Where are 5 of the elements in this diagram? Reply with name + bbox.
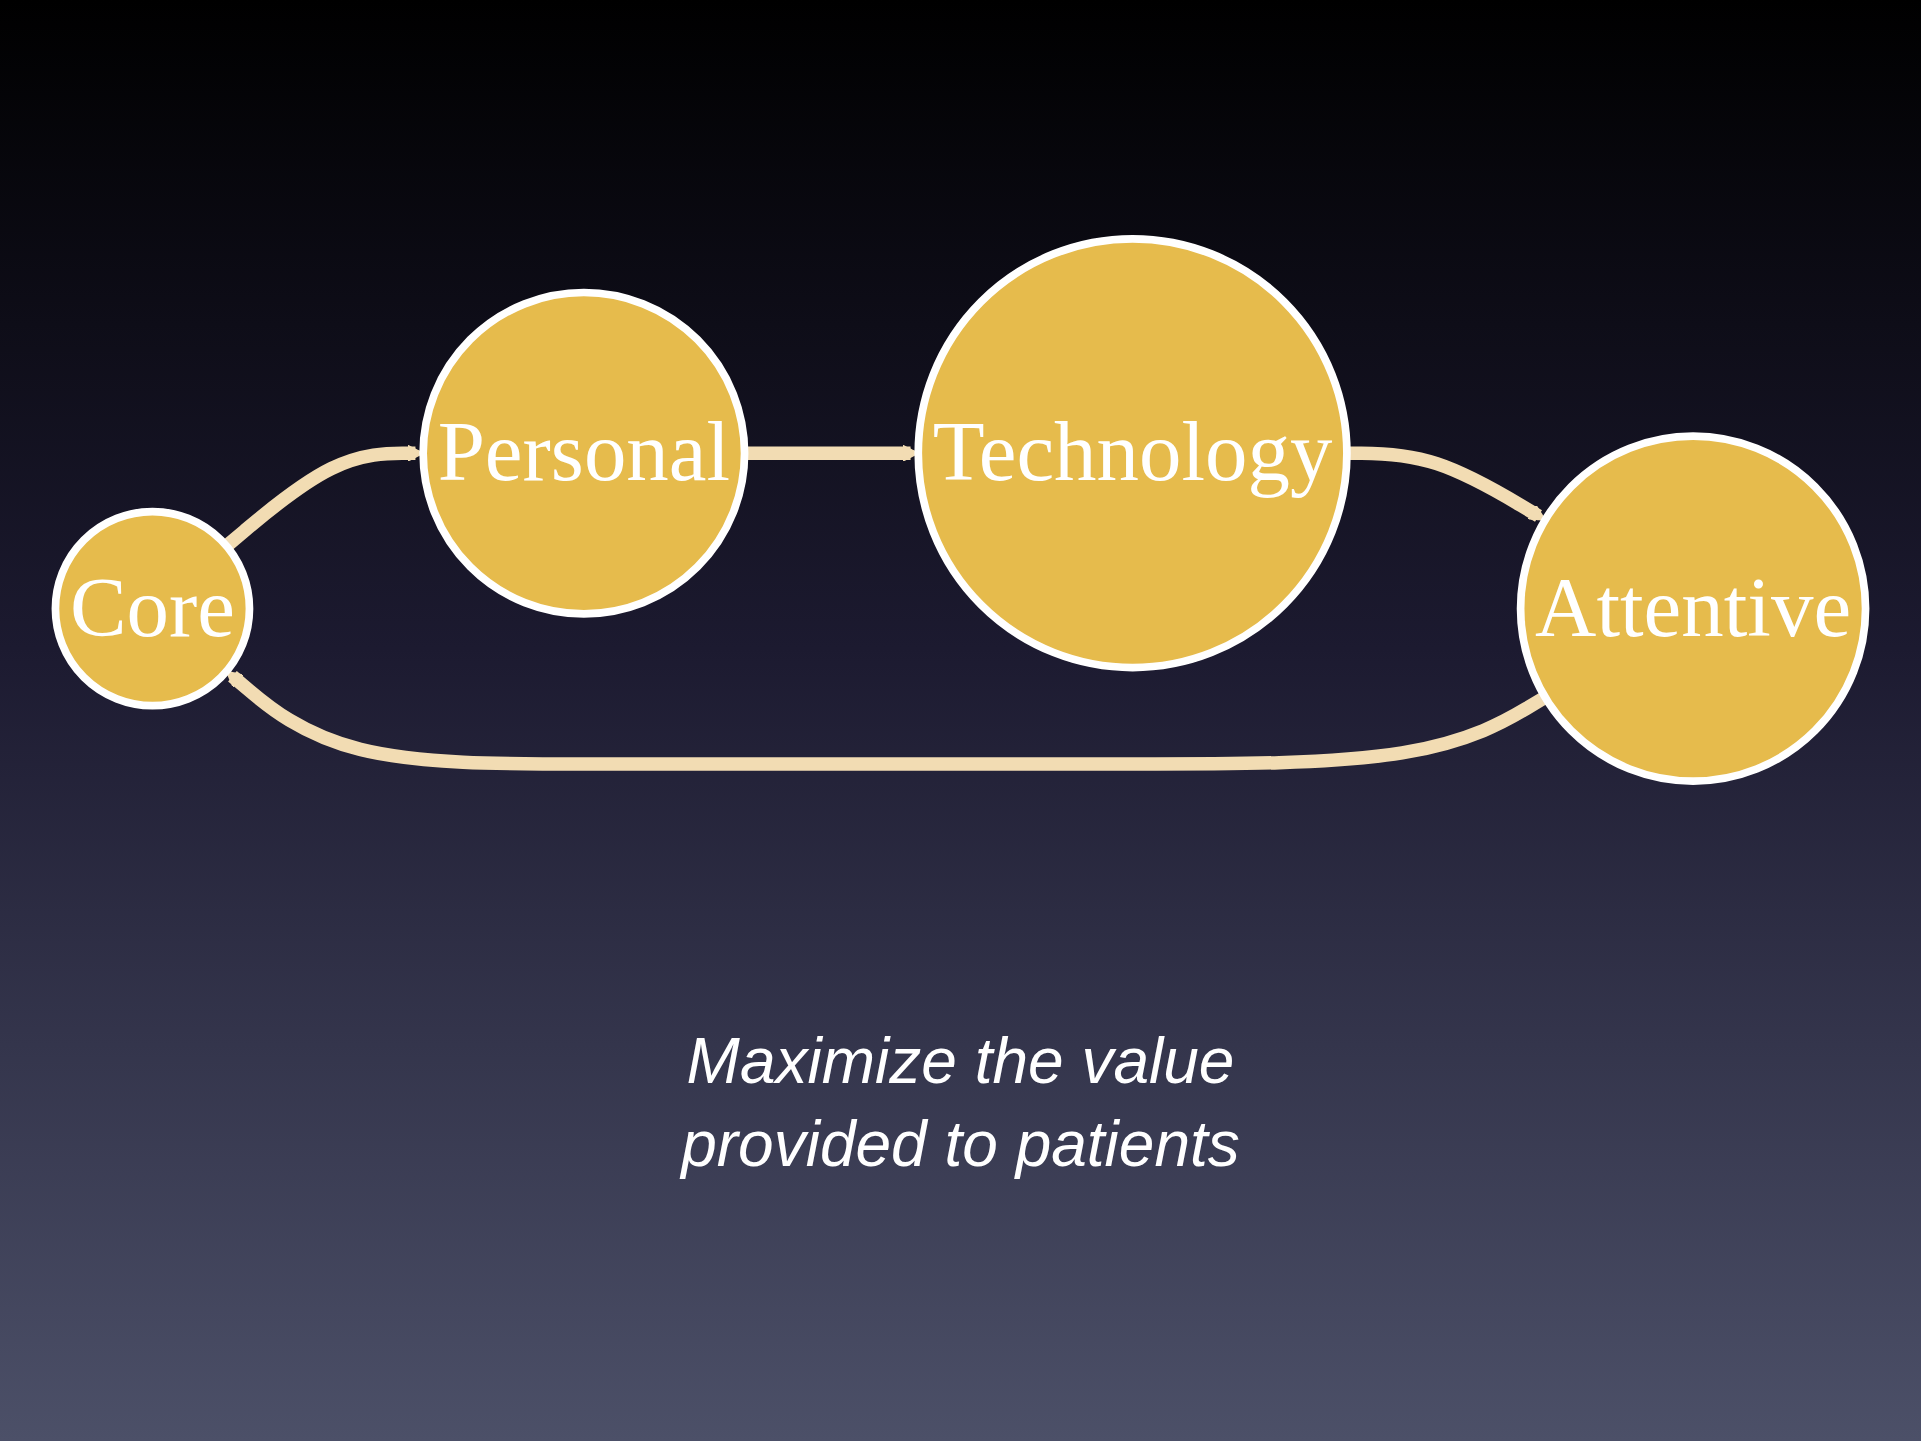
node-circle: Attentive — [1516, 432, 1870, 785]
center-caption: Maximize the value provided to patients — [678, 1024, 1241, 1183]
node-circle: Technology — [914, 235, 1351, 672]
node-circle: Core — [51, 507, 254, 710]
node-circle: Personal — [419, 288, 749, 618]
